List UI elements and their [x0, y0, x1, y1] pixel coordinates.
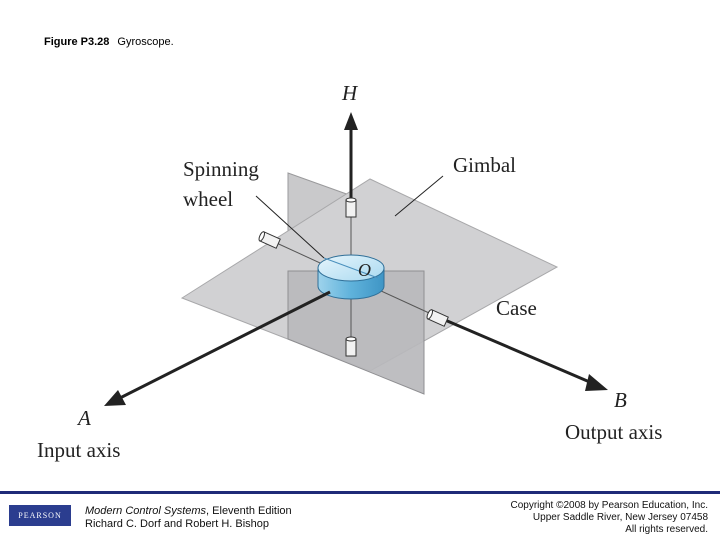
left-bearing	[258, 231, 281, 249]
top-bearing	[345, 197, 357, 218]
b-axis-label: B	[614, 388, 627, 412]
copyright-line-1: Copyright ©2008 by Pearson Education, In…	[510, 500, 709, 511]
book-title: Modern Control Systems	[85, 505, 207, 517]
spinning-wheel-leader	[255, 195, 325, 259]
gimbal-leader	[394, 175, 444, 217]
input-axis-label: Input axis	[37, 438, 120, 462]
bottom-bearing	[345, 336, 357, 357]
figure-title: Gyroscope.	[117, 36, 174, 48]
copyright-line-3: All rights reserved.	[625, 524, 708, 535]
case-label: Case	[496, 296, 537, 320]
copyright-notice: Copyright ©2008 by Pearson Education, In…	[511, 500, 709, 536]
output-axis-label: Output axis	[565, 420, 662, 444]
spinning-label-line2: wheel	[183, 187, 233, 211]
spinning-wheel	[317, 254, 385, 300]
gimbal-label: Gimbal	[453, 153, 516, 177]
book-authors: Richard C. Dorf and Robert H. Bishop	[85, 518, 270, 530]
book-title-line: Modern Control Systems, Eleventh Edition	[85, 505, 292, 518]
h-axis-arrowhead	[344, 112, 358, 130]
input-axis-line	[119, 290, 331, 400]
footer-divider	[0, 491, 720, 494]
book-edition: , Eleventh Edition	[206, 505, 292, 517]
pearson-logo: PEARSON	[9, 505, 71, 526]
figure-number: Figure P3.28	[44, 36, 110, 48]
center-label: O	[358, 260, 371, 280]
h-axis-label: H	[341, 81, 359, 105]
logo-text: PEARSON	[18, 511, 62, 520]
spinning-label-line1: Spinning	[183, 157, 259, 181]
right-bearing	[426, 309, 449, 327]
copyright-line-2: Upper Saddle River, New Jersey 07458	[532, 512, 708, 523]
output-axis-arrowhead	[585, 374, 608, 391]
a-axis-label: A	[76, 406, 91, 430]
output-axis-line	[444, 318, 593, 385]
figure-caption: Figure P3.28 Gyroscope.	[44, 36, 174, 48]
book-citation: Modern Control Systems, Eleventh Edition…	[85, 505, 292, 531]
gyroscope-diagram: H Spinning wheel Gimbal O Case A Input a…	[37, 81, 662, 462]
input-axis-arrowhead	[104, 390, 126, 406]
